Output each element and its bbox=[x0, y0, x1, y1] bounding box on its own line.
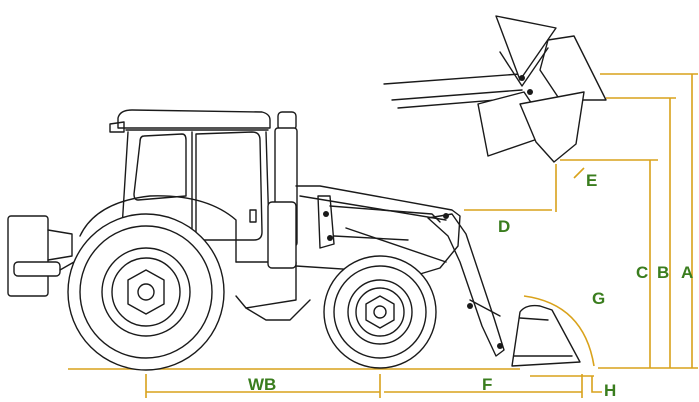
rear-wheel bbox=[67, 213, 225, 371]
loader-arm bbox=[317, 195, 505, 357]
rear-fender bbox=[79, 195, 237, 263]
label-a: A bbox=[681, 263, 693, 282]
label-c: C bbox=[636, 263, 648, 282]
front-wheel bbox=[323, 255, 437, 369]
label-g: G bbox=[592, 289, 605, 308]
label-b: B bbox=[657, 263, 669, 282]
lowered-bucket bbox=[511, 304, 581, 367]
label-e: E bbox=[586, 171, 597, 190]
label-f: F bbox=[482, 375, 492, 394]
rear-ballast-weight bbox=[7, 215, 75, 297]
label-h: H bbox=[604, 381, 616, 400]
label-wb: WB bbox=[248, 375, 276, 394]
label-d: D bbox=[498, 217, 510, 236]
dimension-lines bbox=[145, 73, 698, 398]
tractor-illustration bbox=[7, 15, 607, 371]
raised-bucket-positions bbox=[383, 15, 607, 163]
hood bbox=[295, 185, 461, 275]
